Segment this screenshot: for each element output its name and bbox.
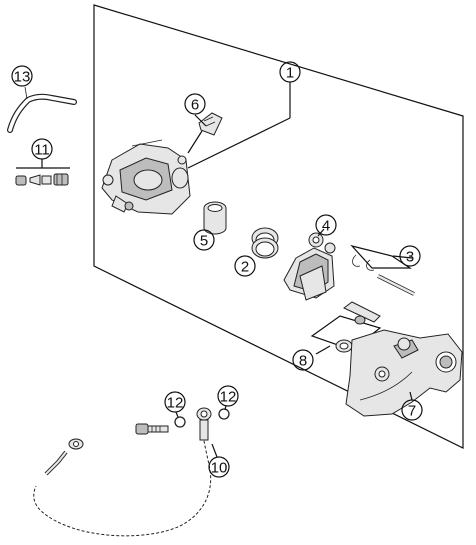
bleeder-screw-kit <box>15 159 70 186</box>
callout-3: 3 <box>399 245 421 267</box>
brake-pads <box>283 228 336 301</box>
banjo-washers <box>174 404 230 428</box>
callout-1: 1 <box>279 61 301 118</box>
piston-seal <box>251 227 279 259</box>
svg-text:5: 5 <box>200 233 208 250</box>
callout-10: 10 <box>208 456 230 478</box>
callout-12-left: 12 <box>164 391 186 413</box>
callout-8: 8 <box>292 349 314 371</box>
callout-4: 4 <box>315 214 337 236</box>
brake-hose <box>33 407 218 537</box>
callout-2: 2 <box>234 255 256 277</box>
svg-text:8: 8 <box>299 353 307 370</box>
callout-12-right: 12 <box>217 385 239 407</box>
svg-text:6: 6 <box>191 97 199 114</box>
callout-7: 7 <box>401 399 423 421</box>
caliper-body <box>101 117 291 215</box>
svg-text:4: 4 <box>322 218 330 235</box>
svg-text:7: 7 <box>408 403 416 420</box>
svg-text:1: 1 <box>286 65 294 82</box>
pad-pin-and-clips <box>350 244 415 296</box>
piston <box>203 201 227 235</box>
svg-text:12: 12 <box>220 389 237 406</box>
pad-spring <box>187 112 223 154</box>
callout-6: 6 <box>184 93 206 115</box>
svg-text:12: 12 <box>167 395 184 412</box>
svg-text:2: 2 <box>241 259 249 276</box>
banjo-bolt <box>135 423 169 435</box>
callout-11: 11 <box>31 138 53 160</box>
callout-13: 13 <box>11 65 33 87</box>
svg-text:13: 13 <box>14 69 31 86</box>
slide-pin-kit <box>310 301 382 355</box>
bleeder-hose <box>7 86 77 133</box>
callout-5: 5 <box>193 229 215 251</box>
svg-text:3: 3 <box>406 249 414 266</box>
svg-text:11: 11 <box>34 142 50 159</box>
svg-text:10: 10 <box>211 460 228 477</box>
caliper-support <box>345 329 463 417</box>
